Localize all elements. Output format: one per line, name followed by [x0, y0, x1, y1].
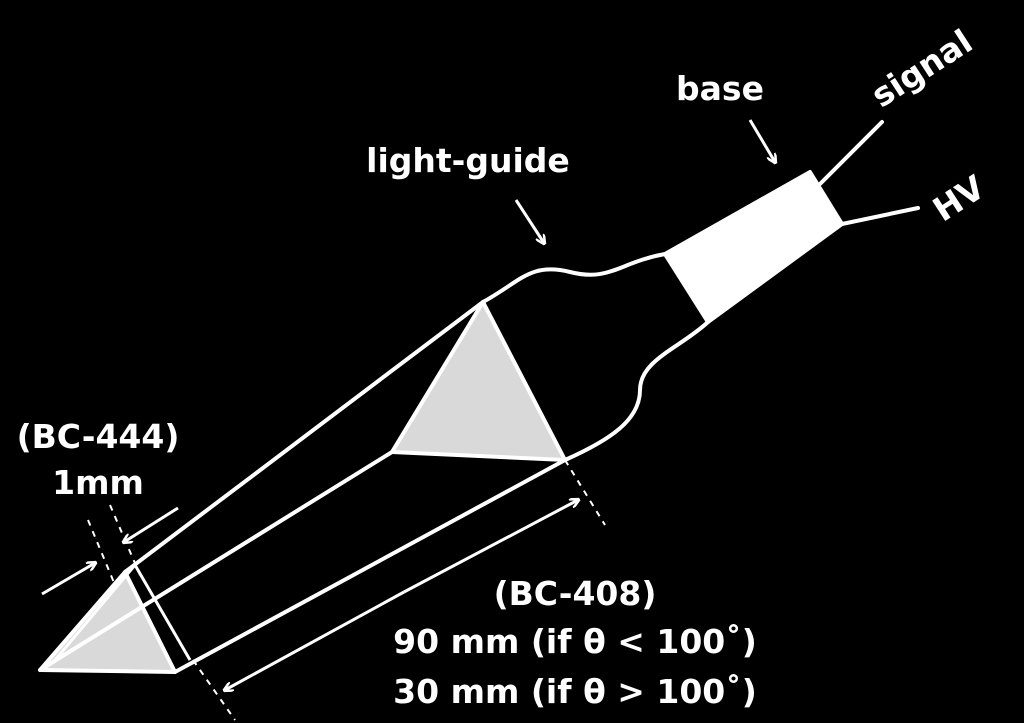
bc408-label: (BC-408) [494, 574, 657, 613]
light-guide-outline [481, 252, 710, 462]
bc408-prism [38, 300, 567, 674]
length-arrow-end [403, 500, 578, 594]
prism-top-edge [123, 300, 485, 574]
base-label: base [676, 69, 764, 108]
signal-label: signal [864, 22, 979, 116]
thickness-arrow-right [124, 506, 179, 542]
prism-left-edge [38, 450, 394, 672]
thickness-label: 1mm [52, 463, 144, 502]
length-large-label: 30 mm (if θ > 100˚) [393, 672, 757, 711]
length-arrow-start [225, 590, 405, 690]
hv-label: HV [926, 167, 992, 229]
base-body [663, 170, 844, 324]
light-guide-pointer-arrow [514, 199, 544, 243]
prism-back-face [390, 300, 567, 462]
length-dash-start [192, 659, 236, 721]
hv-cable [840, 206, 920, 226]
bc444-dash-left [87, 519, 116, 586]
base-pointer-arrow [748, 119, 775, 162]
bc444-label: (BC-444) [17, 417, 180, 456]
length-small-label: 90 mm (if θ < 100˚) [393, 622, 757, 661]
signal-cable [816, 120, 884, 188]
light-guide-label: light-guide [366, 141, 570, 180]
thickness-arrow-left [41, 563, 95, 596]
prism-bottom-edge [173, 458, 567, 674]
length-dash-end [564, 459, 606, 526]
